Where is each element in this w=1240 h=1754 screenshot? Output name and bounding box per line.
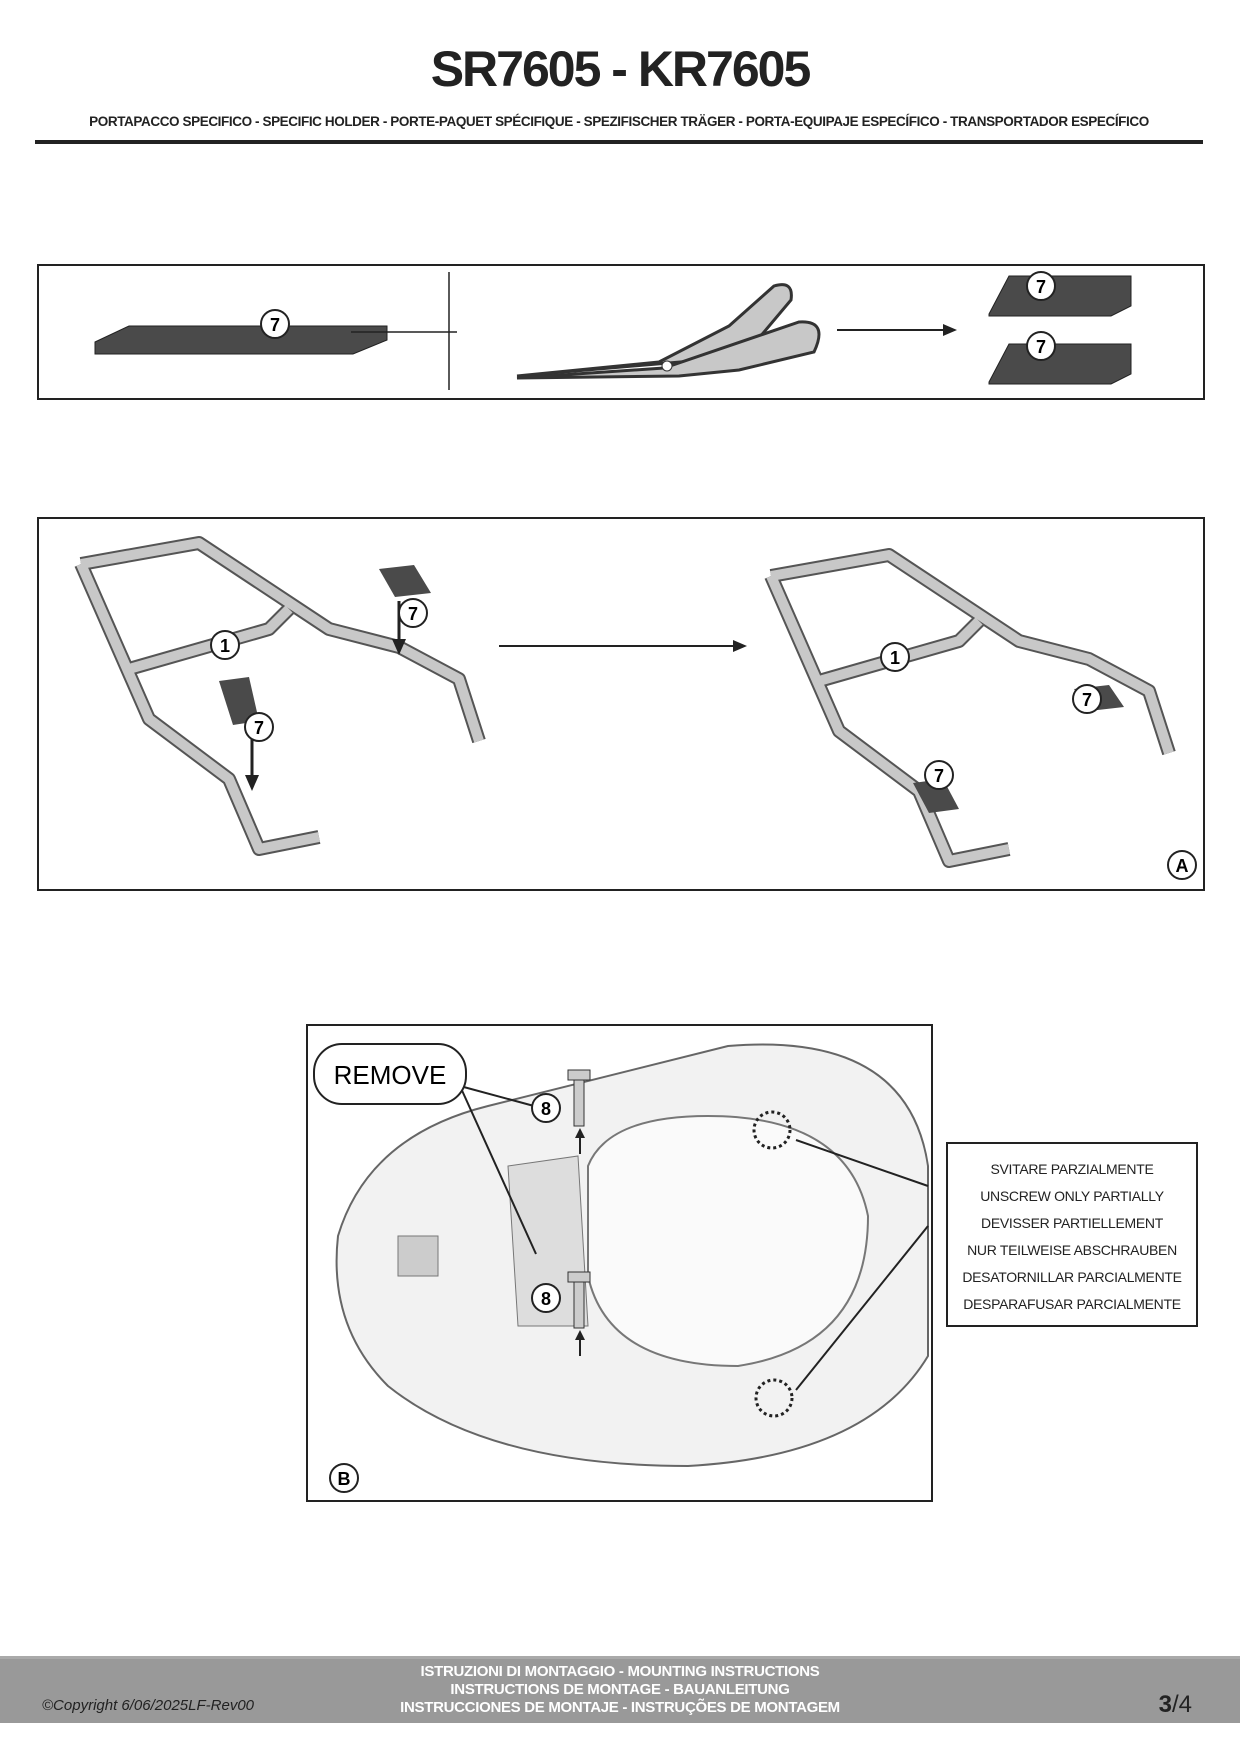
page-current: 3 [1158, 1691, 1172, 1718]
screw-location-marker [754, 1378, 794, 1418]
callout-line: DESATORNILLAR PARCIALMENTE [962, 1269, 1182, 1285]
svg-text:8: 8 [541, 1289, 551, 1309]
bolt-icon [567, 1271, 591, 1329]
pad-piece-icon [988, 275, 1132, 317]
copyright: ©Copyright 6/06/2025LF-Rev00 [42, 1697, 255, 1714]
svg-text:7: 7 [934, 766, 944, 786]
cut-pad-illustration: 7 7 7 [94, 271, 1132, 390]
svg-text:7: 7 [1036, 337, 1046, 357]
footer-bar: ISTRUZIONI DI MONTAGGIO - MOUNTING INSTR… [0, 1656, 1240, 1723]
page-subtitle: PORTAPACCO SPECIFICO - SPECIFIC HOLDER -… [89, 114, 1149, 129]
callout-line: SVITARE PARZIALMENTE [990, 1161, 1154, 1177]
step-b-panel: REMOVE 8 8 B [306, 1024, 933, 1502]
footer-line: ISTRUZIONI DI MONTAGGIO - MOUNTING INSTR… [420, 1663, 820, 1680]
unscrew-partially-callout: SVITARE PARZIALMENTE UNSCREW ONLY PARTIA… [946, 1142, 1198, 1327]
svg-text:B: B [338, 1469, 351, 1489]
pad-strip-icon [94, 325, 388, 355]
screw-location-marker [752, 1110, 792, 1150]
part-callouts: 1 7 7 1 7 7 A [210, 598, 1197, 880]
footer-line: INSTRUCCIONES DE MONTAJE - INSTRUÇÕES DE… [400, 1699, 840, 1716]
svg-text:7: 7 [408, 604, 418, 624]
pad-piece-icon [219, 677, 259, 725]
svg-text:7: 7 [254, 718, 264, 738]
remove-label: REMOVE [313, 1043, 467, 1105]
page-total: /4 [1171, 1691, 1192, 1718]
page-title: SR7605 - KR7605 [430, 41, 812, 97]
part-callout-7: 7 7 7 [260, 271, 1056, 361]
svg-text:1: 1 [220, 636, 230, 656]
pad-piece-icon [988, 343, 1132, 385]
svg-text:REMOVE: REMOVE [334, 1060, 447, 1090]
header-divider [35, 140, 1203, 144]
callout-line: DEVISSER PARTIELLEMENT [981, 1215, 1163, 1231]
page-number: 3/4 [1159, 1691, 1192, 1719]
svg-text:1: 1 [890, 648, 900, 668]
svg-text:7: 7 [270, 315, 280, 335]
scooter-seat-illustration: REMOVE 8 8 B [313, 1043, 929, 1493]
pad-piece-icon [379, 565, 431, 597]
callout-line: NUR TEILWEISE ABSCHRAUBEN [967, 1242, 1177, 1258]
callout-line: DESPARAFUSAR PARCIALMENTE [963, 1296, 1181, 1312]
step-cut-pad-panel: 7 7 7 [37, 264, 1205, 400]
scissors-icon [516, 283, 821, 380]
svg-text:7: 7 [1036, 277, 1046, 297]
footer-line: INSTRUCTIONS DE MONTAGE - BAUANLEITUNG [450, 1681, 790, 1698]
svg-text:A: A [1176, 856, 1189, 876]
rack-illustration: 1 7 7 1 7 7 A [74, 536, 1197, 880]
bolt-icon [567, 1069, 591, 1127]
callout-line: UNSCREW ONLY PARTIALLY [980, 1188, 1164, 1204]
step-a-panel: 1 7 7 1 7 7 A [37, 517, 1205, 891]
svg-text:7: 7 [1082, 690, 1092, 710]
svg-text:8: 8 [541, 1099, 551, 1119]
rack-after [764, 548, 1176, 868]
